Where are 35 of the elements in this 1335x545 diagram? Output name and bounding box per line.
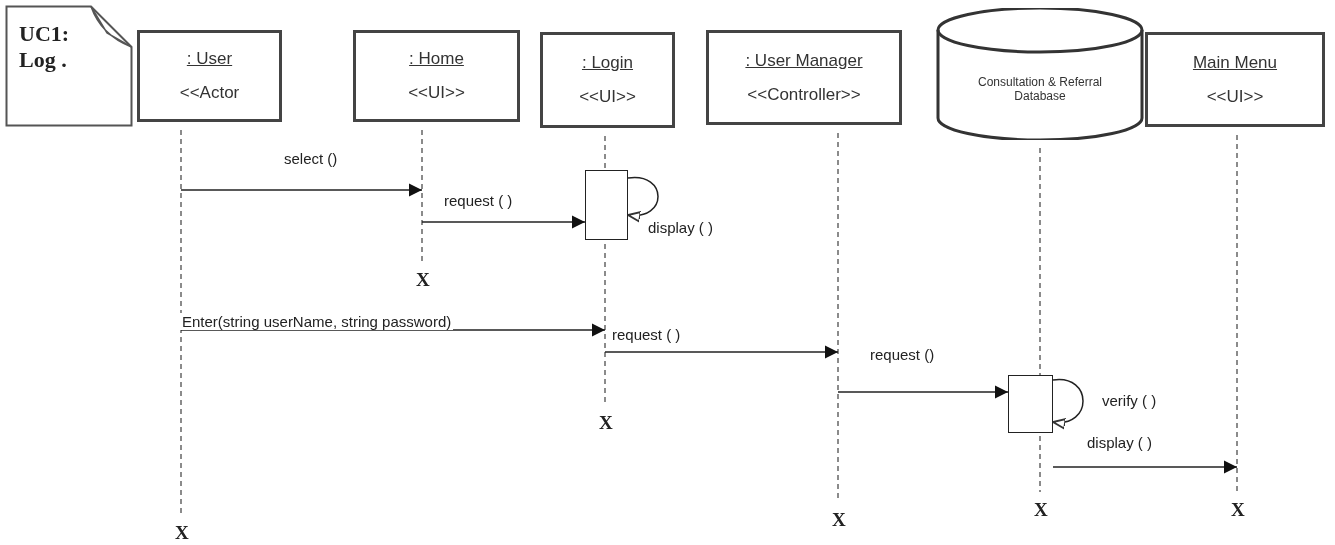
destruction-mark: X bbox=[1231, 500, 1245, 520]
stereotype-label: <<UI>> bbox=[579, 87, 636, 107]
object-name: : Login bbox=[581, 53, 633, 73]
object-name: : Home bbox=[409, 49, 464, 69]
destruction-mark: X bbox=[832, 510, 846, 530]
message-label: verify ( ) bbox=[1100, 392, 1159, 409]
destruction-mark: X bbox=[599, 413, 613, 433]
stereotype-label: <<Controller>> bbox=[747, 84, 861, 105]
object-name: : User bbox=[186, 49, 233, 69]
destruction-mark: X bbox=[416, 270, 430, 290]
self-message-arrow bbox=[627, 176, 659, 222]
stereotype-label: <<Actor bbox=[179, 83, 240, 103]
message-label: request () bbox=[868, 346, 937, 363]
message-arrow bbox=[1052, 460, 1238, 474]
message-label: request ( ) bbox=[442, 192, 515, 209]
message-label: display ( ) bbox=[1085, 434, 1155, 451]
message-label: display ( ) bbox=[646, 219, 716, 236]
message-arrow bbox=[180, 183, 423, 197]
message-label: request ( ) bbox=[610, 326, 683, 343]
message-label: select () bbox=[282, 150, 340, 167]
database-name: Consultation & Referral Database bbox=[976, 75, 1104, 103]
stereotype-label: <<UI>> bbox=[1206, 86, 1264, 107]
message-arrow bbox=[604, 345, 839, 359]
message-label: Enter(string userName, string password) bbox=[180, 313, 454, 330]
destruction-mark: X bbox=[175, 523, 189, 543]
activation-bar bbox=[585, 170, 628, 240]
object-name: : User Manager bbox=[745, 50, 863, 71]
destruction-mark: X bbox=[1034, 500, 1048, 520]
self-message-arrow bbox=[1052, 378, 1084, 429]
message-arrow bbox=[421, 215, 586, 229]
object-name: Main Menu bbox=[1192, 52, 1278, 73]
stereotype-label: <<UI>> bbox=[408, 83, 465, 103]
message-arrow bbox=[837, 385, 1009, 399]
activation-bar bbox=[1008, 375, 1053, 433]
note-title: UC1: Log . bbox=[19, 21, 71, 73]
